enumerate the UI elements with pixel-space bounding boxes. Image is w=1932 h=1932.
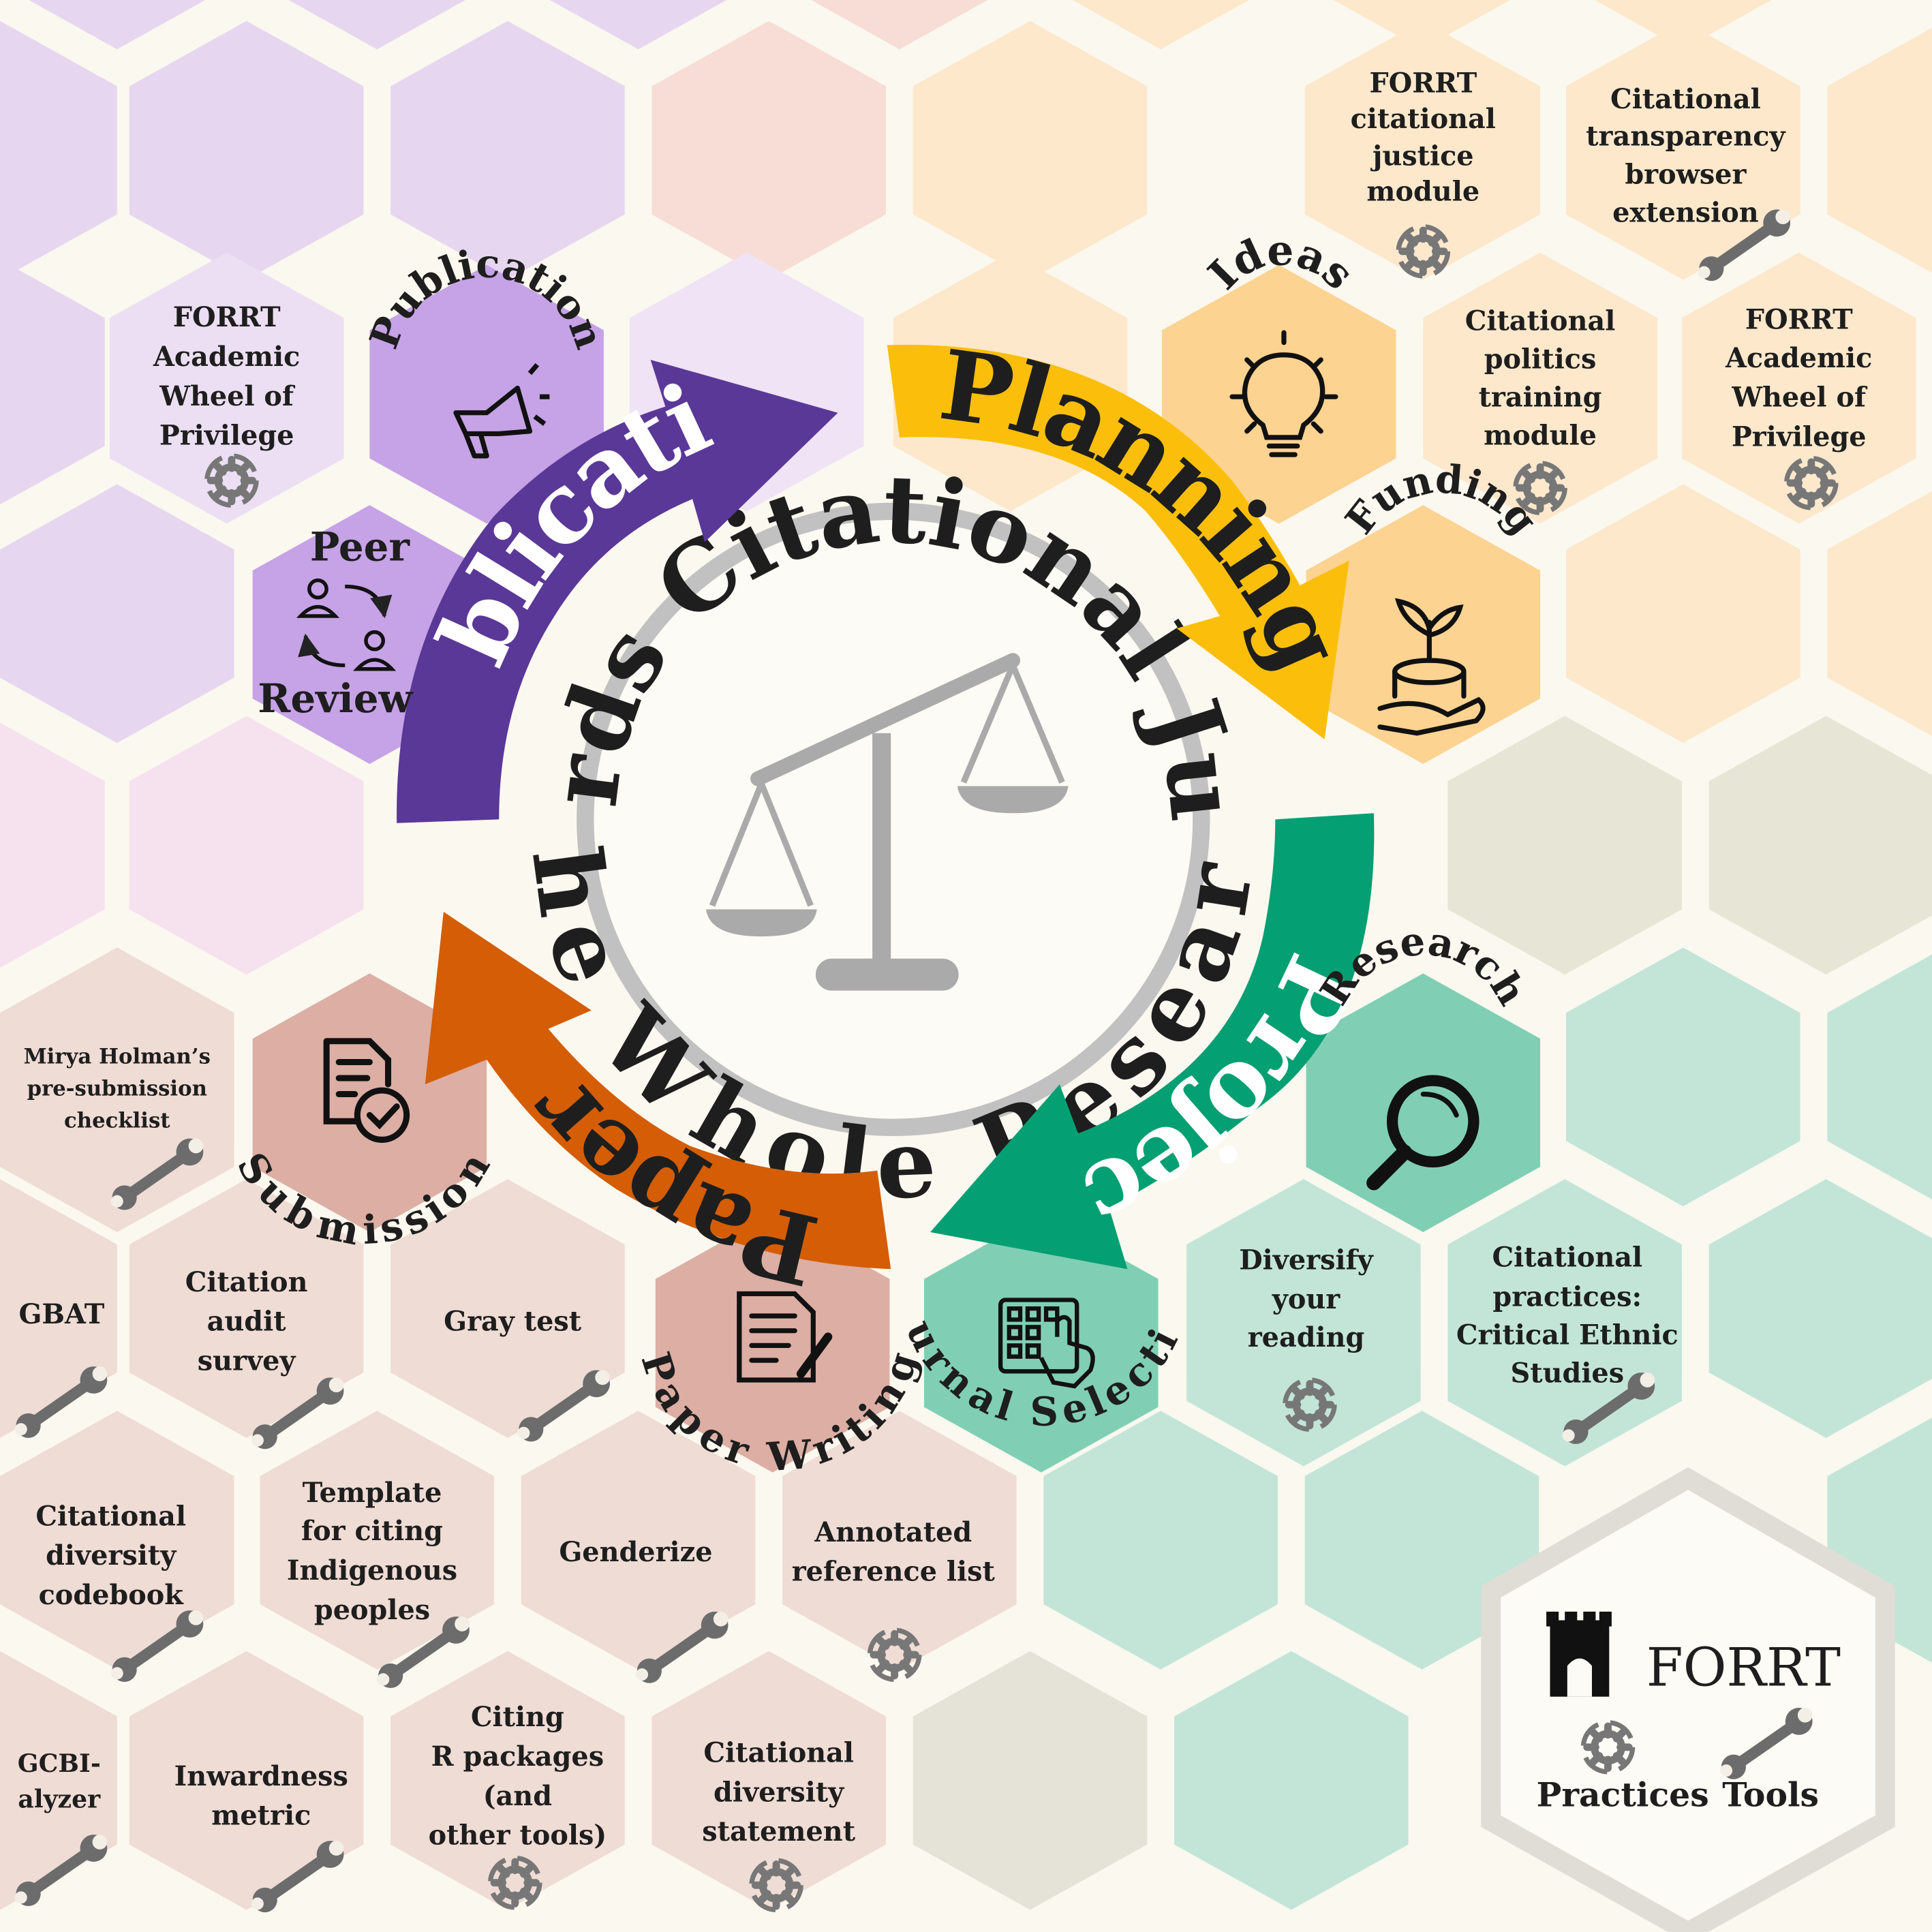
legend-practices: Practices [1537,1775,1709,1815]
project-arrow [930,813,1375,1270]
resource-gray-test: Gray test [444,1306,582,1338]
magnifier-icon [1366,1075,1479,1191]
cycle-arrows [397,344,1375,1270]
castle-icon [1546,1611,1612,1697]
publication-arrow [397,359,838,823]
legend-brand: FORRT [1646,1637,1841,1698]
plant-coins-icon [1377,598,1486,736]
exchange-people-icon [296,578,397,671]
resource-gbat: GBAT [18,1299,104,1330]
megaphone-icon [453,363,550,459]
center-circle [577,502,1210,1137]
lightbulb-icon [1229,330,1338,457]
scales-icon [706,653,1069,991]
touch-grid-icon [998,1298,1095,1389]
stage-label-peer: Peer [310,524,411,570]
stage-label-review: Review [258,675,413,722]
legend-tools: Tools [1722,1775,1819,1815]
document-check-icon [323,1038,410,1143]
document-pen-icon [737,1291,833,1383]
resource-genderize: Genderize [559,1537,712,1568]
paper-arrow [425,911,891,1270]
resource-gcbi-alyzer: GCBI-alyzer [18,1749,101,1813]
planning-arrow [887,344,1349,739]
legend: FORRT Practices Tools [1481,1467,1895,1932]
